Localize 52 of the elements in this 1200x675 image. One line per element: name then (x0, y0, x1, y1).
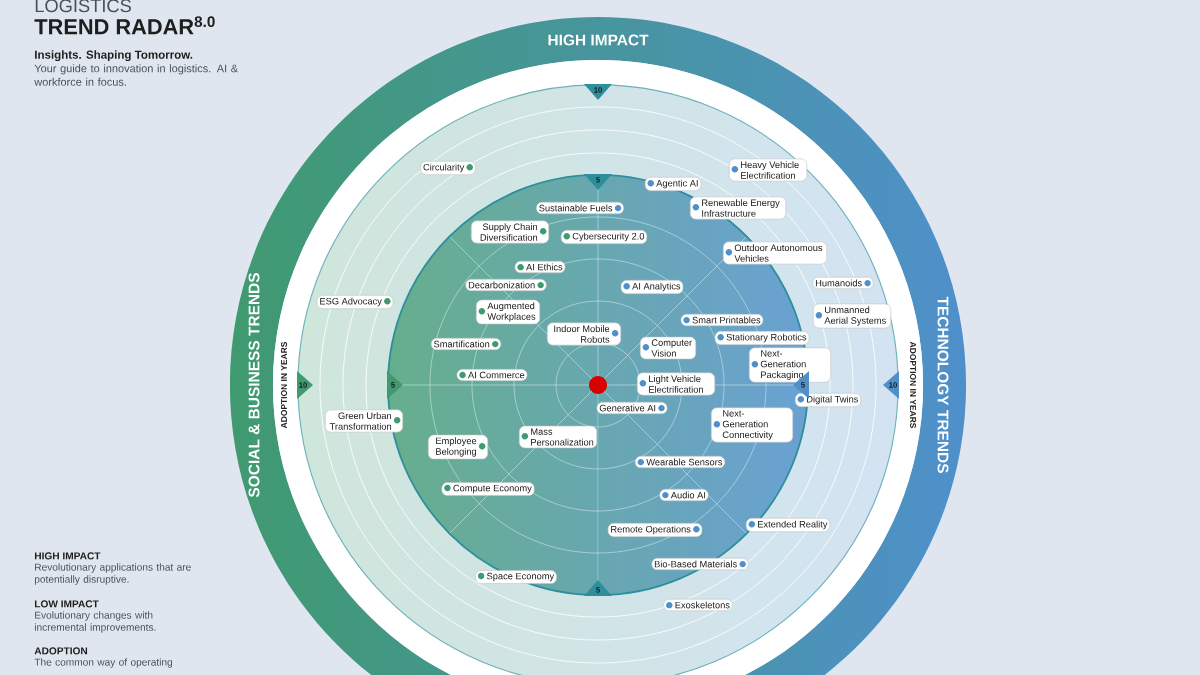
trend-pill: Supply Chain Diversification (471, 220, 550, 244)
trend-pill: Audio AI (659, 488, 709, 502)
trend-pill: Indoor Mobile Robots (546, 322, 622, 346)
trend-pill: Next-Generation Connectivity (710, 407, 794, 443)
legend-heading: ADOPTION (34, 647, 88, 655)
legend-heading: HIGH IMPACT (35, 552, 101, 560)
trend-pill: Circularity (420, 161, 476, 175)
trend-pill: AI Analytics (620, 280, 684, 294)
trend-pill: Wearable Sensors (634, 455, 726, 469)
trend-pill: Employee Belonging (428, 434, 489, 460)
band-label: HIGH IMPACT (548, 34, 649, 46)
tagline: Insights. Shaping Tomorrow. (35, 50, 193, 62)
trend-pill: Renewable Energy Infrastructure (689, 196, 787, 220)
legend-text: Revolutionary applications that are potentially disruptive. (34, 563, 191, 585)
trend-pill: Digital Twins (794, 393, 862, 407)
legend-heading: LOW IMPACT (35, 600, 99, 608)
trend-pill: ESG Advocacy (316, 295, 394, 309)
trend-pill: Computer Vision (640, 336, 697, 360)
trend-pill: Space Economy (475, 570, 557, 584)
trend-pill: Decarbonization (465, 278, 547, 292)
axis-label: ADOPTION IN YEARS (910, 341, 916, 428)
trend-pill: Augmented Workplaces (476, 299, 541, 325)
legend-text: The common way of operating (34, 658, 173, 668)
band-label: SOCIAL & BUSINESS TRENDS (248, 273, 260, 498)
trend-pill: Light Vehicle Electrification (636, 372, 716, 396)
trend-pill: Bio-Based Materials (651, 557, 749, 571)
trend-pill: Mass Personalization (518, 425, 598, 449)
trend-pill: Heavy Vehicle Electrification (728, 158, 808, 182)
trend-pill: Extended Reality (745, 518, 831, 532)
intro-text: Your guide to innovation in logistics. AI & workforce in focus. (34, 64, 238, 86)
trend-pill: Exoskeletons (663, 598, 733, 612)
trend-pill: Cybersecurity 2.0 (560, 230, 648, 244)
band-label: TECHNOLOGY TRENDS (937, 296, 949, 473)
trend-pill: AI Commerce (456, 369, 528, 381)
trend-pill: Sustainable Fuels (536, 201, 624, 215)
trend-pill: Compute Economy (441, 482, 535, 496)
axis-label: ADOPTION IN YEARS (281, 342, 287, 429)
trend-pill: Agentic AI (644, 177, 702, 191)
trend-pill: Remote Operations (607, 523, 703, 537)
trend-pill: Generative AI (596, 401, 668, 415)
trend-pill: Stationary Robotics (714, 331, 810, 345)
trend-pill: Smartification (430, 337, 502, 351)
trend-pill: Smart Printables (680, 313, 764, 327)
title: TREND RADAR$^{8.0}$ (34, 16, 215, 35)
legend-text: Evolutionary changes with incremental improvements. (35, 611, 156, 633)
trend-pill: Unmanned Aerial Systems (812, 303, 892, 329)
trend-pill: Humanoids (812, 276, 874, 290)
trend-pill: AI Ethics (514, 260, 566, 274)
trend-pill: Green Urban Transformation (324, 409, 404, 433)
trend-pill: Next-Generation Packaging (748, 347, 832, 383)
subtitle: LOGISTICS (35, 0, 131, 13)
trend-pill: Outdoor Autonomous Vehicles (722, 241, 828, 265)
